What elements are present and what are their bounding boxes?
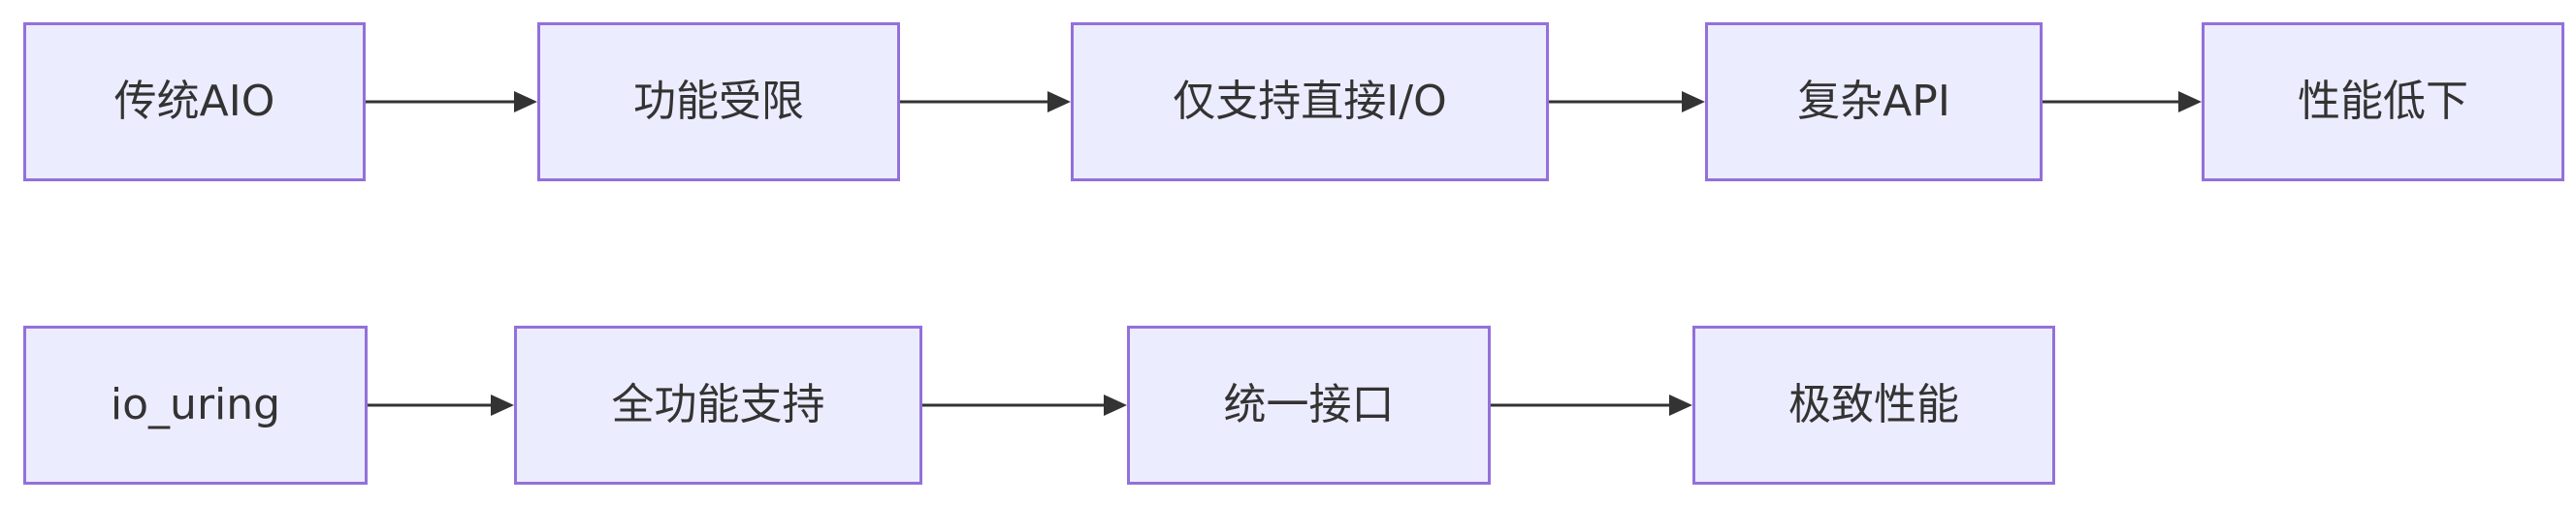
node-low-performance: 性能低下	[2202, 22, 2564, 181]
edge-D-E	[2043, 91, 2202, 112]
node-label: 传统AIO	[113, 77, 275, 126]
node-limited-functionality: 功能受限	[537, 22, 900, 181]
edge-A-B	[366, 91, 537, 112]
node-ultimate-performance: 极致性能	[1692, 326, 2055, 485]
edge-F-G	[368, 395, 514, 416]
node-label: io_uring	[110, 380, 281, 429]
node-traditional-aio: 传统AIO	[23, 22, 366, 181]
node-io-uring: io_uring	[23, 326, 368, 485]
node-label: 全功能支持	[611, 380, 825, 429]
node-label: 复杂API	[1797, 77, 1950, 126]
node-direct-io-only: 仅支持直接I/O	[1071, 22, 1549, 181]
node-full-feature-support: 全功能支持	[514, 326, 922, 485]
edge-G-H	[922, 395, 1127, 416]
edge-B-C	[900, 91, 1071, 112]
node-label: 仅支持直接I/O	[1173, 77, 1447, 126]
edge-H-I	[1491, 395, 1692, 416]
node-label: 性能低下	[2298, 77, 2468, 126]
node-label: 极致性能	[1788, 380, 1959, 429]
node-complex-api: 复杂API	[1705, 22, 2043, 181]
node-unified-interface: 统一接口	[1127, 326, 1491, 485]
node-label: 功能受限	[633, 77, 804, 126]
node-label: 统一接口	[1223, 380, 1395, 429]
edge-C-D	[1549, 91, 1705, 112]
